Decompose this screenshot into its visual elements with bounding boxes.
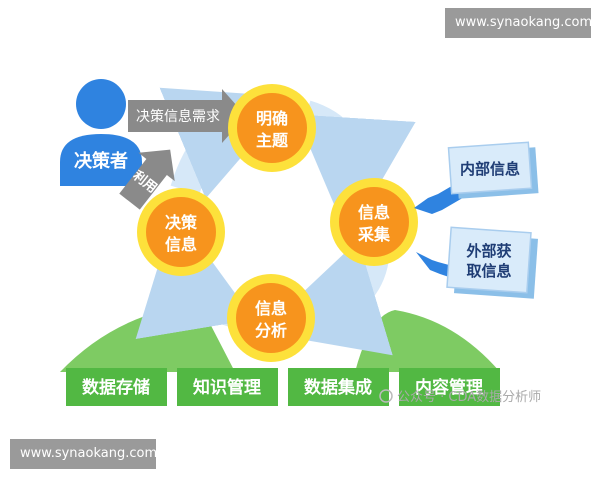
cycle-node-decision-info: 决策 信息 xyxy=(137,188,225,276)
bottom-block-data-integration: 数据集成 xyxy=(288,368,389,406)
node-info-collection-line1: 信息 xyxy=(358,203,390,222)
block-data-integration-label: 数据集成 xyxy=(304,377,372,398)
node-decision-info-line2: 信息 xyxy=(165,235,197,254)
bottom-block-content-mgmt: 内容管理 xyxy=(399,368,500,406)
node-define-topic-line2: 主题 xyxy=(256,131,289,150)
block-content-mgmt-label: 内容管理 xyxy=(415,377,483,398)
node-info-collection-line2: 采集 xyxy=(357,225,391,244)
node-info-analysis-line1: 信息 xyxy=(255,299,287,318)
credit-label: 公众号 · CDA数据分析师 xyxy=(397,390,541,405)
external-info-line1: 外部获 xyxy=(465,242,511,260)
decision-maker-label: 决策者 xyxy=(74,150,128,172)
source-internal-info: 内部信息 xyxy=(414,141,539,214)
demand-arrow-label: 决策信息需求 xyxy=(136,108,220,125)
bottom-block-data-storage: 数据存储 xyxy=(66,368,167,406)
green-hill-right xyxy=(355,310,500,372)
watermark-top: www.synaokang.com xyxy=(445,8,592,38)
decision-maker: 决策者 xyxy=(60,79,142,186)
bottom-block-knowledge-mgmt: 知识管理 xyxy=(177,368,278,406)
node-decision-info-line1: 决策 xyxy=(165,213,198,232)
demand-arrow: 决策信息需求 xyxy=(128,89,246,143)
cycle-node-info-analysis: 信息 分析 xyxy=(227,274,315,362)
credit-watermark: 公众号 · CDA数据分析师 xyxy=(379,389,541,405)
external-info-line2: 取信息 xyxy=(466,262,511,280)
node-define-topic-line1: 明确 xyxy=(256,109,288,128)
person-body-icon xyxy=(60,134,142,186)
source-external-info: 外部获 取信息 xyxy=(416,226,538,299)
block-knowledge-mgmt-label: 知识管理 xyxy=(192,377,261,398)
internal-info-label: 内部信息 xyxy=(460,160,520,178)
cycle-node-info-collection: 信息 采集 xyxy=(330,178,418,266)
block-data-storage-label: 数据存储 xyxy=(82,377,150,398)
person-head-icon xyxy=(76,79,126,129)
cycle-node-define-topic: 明确 主题 xyxy=(228,84,316,172)
node-info-analysis-line2: 分析 xyxy=(255,321,287,340)
wechat-icon xyxy=(379,389,393,403)
watermark-bottom: www.synaokang.com xyxy=(10,439,157,469)
